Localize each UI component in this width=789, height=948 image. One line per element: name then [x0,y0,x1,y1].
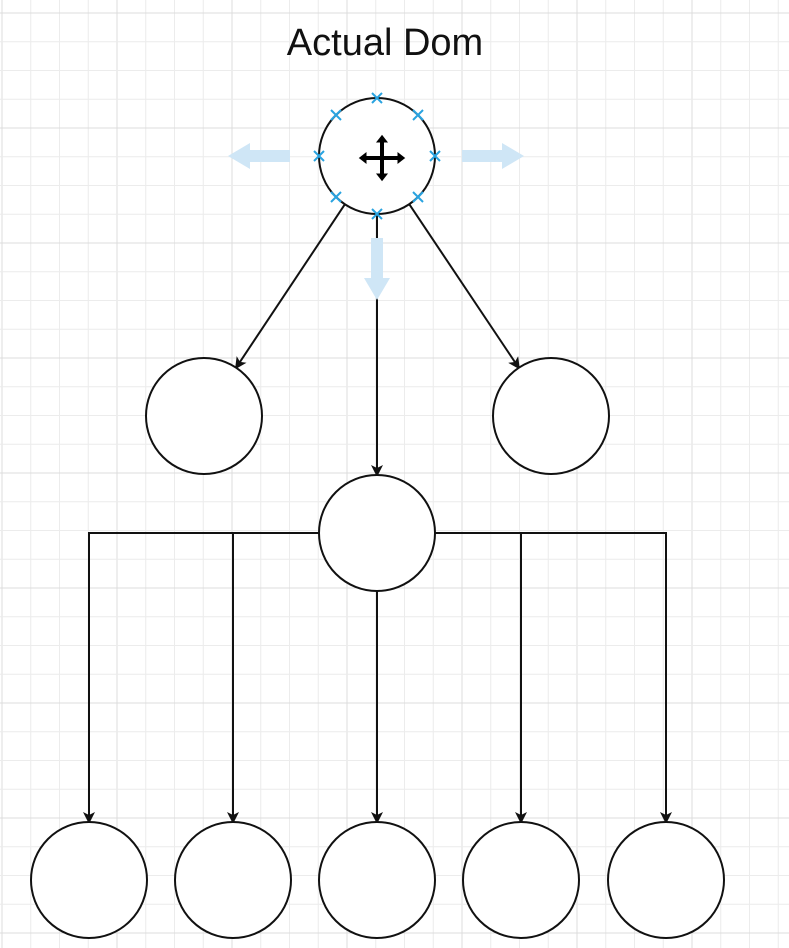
connection-point-icon[interactable] [429,150,441,162]
edge-root-right [408,203,520,370]
connection-point-icon[interactable] [330,191,342,203]
hint-arrow-left-icon[interactable] [228,143,290,169]
diagram-title[interactable]: Actual Dom [286,22,484,64]
node-leaf5[interactable] [607,821,725,939]
hint-arrow-down-icon[interactable] [364,238,390,300]
connection-point-icon[interactable] [371,92,383,104]
node-leaf4[interactable] [462,821,580,939]
connection-point-icon[interactable] [412,109,424,121]
node-left[interactable] [145,357,263,475]
connection-point-icon[interactable] [412,191,424,203]
connection-point-icon[interactable] [330,109,342,121]
node-leaf3[interactable] [318,821,436,939]
node-right[interactable] [492,357,610,475]
node-leaf2[interactable] [174,821,292,939]
selection-overlay [228,92,524,300]
edge-root-left [235,203,346,370]
nodes [30,97,725,939]
edge-middle-leaf5 [377,532,672,824]
connection-point-icon[interactable] [313,150,325,162]
edges [83,203,672,824]
connection-point-icon[interactable] [371,208,383,220]
hint-arrow-right-icon[interactable] [462,143,524,169]
node-middle[interactable] [318,474,436,592]
move-cursor-icon [357,133,407,183]
node-leaf1[interactable] [30,821,148,939]
